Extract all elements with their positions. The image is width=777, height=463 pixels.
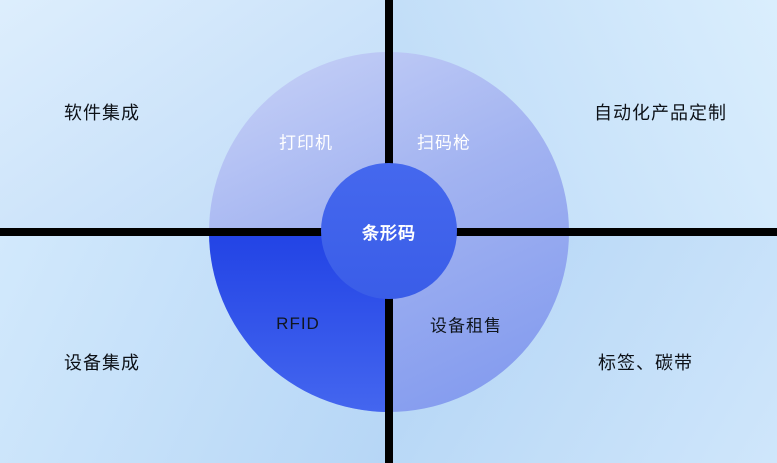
- corner-label-labels-ribbons: 标签、碳带: [598, 353, 693, 373]
- segment-label-equipment-rental: 设备租售: [430, 316, 502, 336]
- segment-label-rfid: RFID: [276, 314, 320, 333]
- corner-label-automation-product-customization: 自动化产品定制: [594, 103, 727, 123]
- segment-label-scanner: 扫码枪: [417, 133, 471, 153]
- center-label-barcode: 条形码: [362, 223, 416, 243]
- segment-label-printer: 打印机: [279, 133, 333, 153]
- corner-label-equipment-integration: 设备集成: [64, 353, 140, 373]
- center-circle: 条形码: [321, 163, 457, 299]
- corner-label-software-integration: 软件集成: [64, 103, 140, 123]
